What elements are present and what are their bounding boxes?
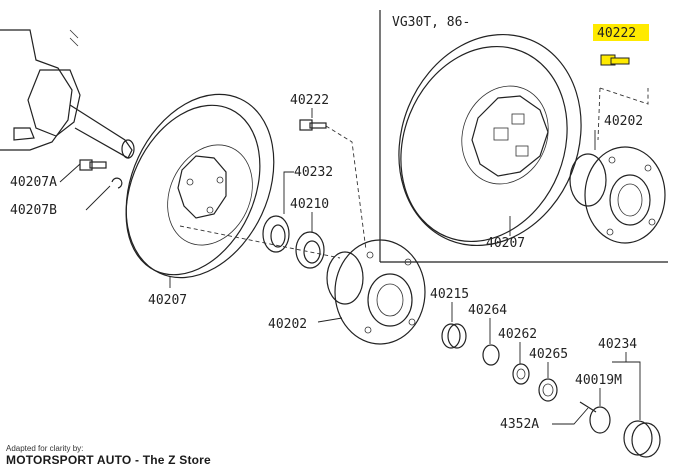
grease-seal xyxy=(262,215,290,253)
outer-bearing xyxy=(441,323,467,349)
label-washer[interactable]: 40264 xyxy=(468,303,507,318)
label-nut[interactable]: 40262 xyxy=(498,327,537,342)
inset-label-hub[interactable]: 40202 xyxy=(604,114,643,129)
knuckle-bolt xyxy=(79,159,107,171)
hub-bolt xyxy=(299,119,327,131)
label-bolt[interactable]: 40222 xyxy=(290,93,329,108)
label-seal[interactable]: 40232 xyxy=(294,165,333,180)
inset-hub xyxy=(569,146,666,244)
inset-title: VG30T, 86- xyxy=(392,15,470,30)
spindle-nut xyxy=(512,363,530,385)
part-highlight xyxy=(593,24,649,41)
main-hub xyxy=(326,239,426,345)
label-rotor[interactable]: 40207 xyxy=(148,293,187,308)
inset-bolt xyxy=(600,54,630,66)
grease-cap-small xyxy=(589,406,611,434)
label-knuckle-clip[interactable]: 40207B xyxy=(10,203,57,218)
label-cotter[interactable]: 4352A xyxy=(500,417,539,432)
inset-rotor xyxy=(398,33,582,247)
knuckle-clip xyxy=(111,177,123,189)
inner-bearing xyxy=(295,231,325,269)
label-knuckle-bolt[interactable]: 40207A xyxy=(10,175,57,190)
label-outer-bearing[interactable]: 40215 xyxy=(430,287,469,302)
washer xyxy=(482,344,500,366)
nut-lock xyxy=(538,378,558,402)
inset-label-bolt[interactable]: 40222 xyxy=(597,26,636,41)
inset-label-rotor[interactable]: 40207 xyxy=(486,236,525,251)
inset-panel: VG30T, 86- 40222 xyxy=(379,10,668,263)
credit-main: MOTORSPORT AUTO - The Z Store xyxy=(6,453,211,467)
label-nut-lock[interactable]: 40265 xyxy=(529,347,568,362)
main-rotor xyxy=(125,93,275,279)
label-cap-group[interactable]: 40234 xyxy=(598,337,637,352)
hub-cap xyxy=(623,420,661,458)
credit-small: Adapted for clarity by: xyxy=(6,444,84,453)
steering-knuckle xyxy=(0,29,135,159)
label-pin[interactable]: 40019M xyxy=(575,373,622,388)
label-hub[interactable]: 40202 xyxy=(268,317,307,332)
label-inner-bearing[interactable]: 40210 xyxy=(290,197,329,212)
